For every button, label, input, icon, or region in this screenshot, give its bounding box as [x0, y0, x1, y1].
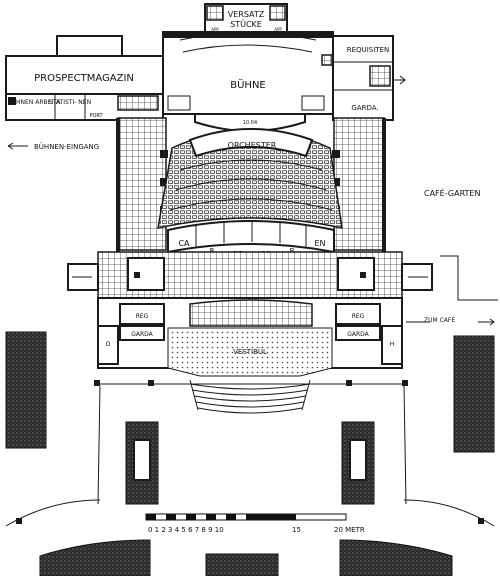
buhnen-eingang-label: BÜHNEN-EINGANG — [34, 142, 99, 151]
lower-foyer: REG REG GARDA GARDA D H VESTIBÜL ZUM CAF… — [97, 297, 495, 377]
foyer-label: VESTIBÜL — [233, 347, 267, 356]
stalls-seating: ORCHESTER — [157, 128, 343, 229]
requisiten-room: REQUISITEN GARDA. — [332, 35, 406, 121]
versatz-label: VERSATZ — [228, 10, 265, 19]
scale-numbers-label: 0 1 2 3 4 5 6 7 8 9 10 — [148, 526, 224, 534]
garda-left-label: GARDA — [131, 331, 153, 338]
statisti-label: STATISTI- NEN — [49, 99, 91, 106]
app-right-label: APP — [274, 27, 282, 32]
cafe-garten-label: CAFÉ-GARTEN — [424, 187, 480, 198]
prospectmagazin-label: PROSPECTMAGAZIN — [34, 73, 134, 84]
auditorium-body — [116, 117, 386, 368]
backstage-strip: BÜHNEN ARBEITA STATISTI- NEN PORT — [5, 93, 164, 121]
app-left-label: APP — [211, 27, 219, 32]
versatz-room: VERSATZ STÜCKE APP APP — [204, 3, 288, 33]
room-d-label: D — [106, 341, 111, 348]
scale-bar: 0 1 2 3 4 5 6 7 8 9 10 15 20 METR — [145, 513, 365, 534]
garda-top-label: GARDA. — [351, 104, 378, 112]
planting-beds — [5, 331, 495, 505]
requisiten-label: REQUISITEN — [347, 46, 389, 54]
buhnen-arbeit-label: BÜHNEN ARBEITA — [8, 99, 62, 106]
buhne-label: BÜHNE — [230, 78, 266, 91]
buhnen-eingang-marker: BÜHNEN-EINGANG — [7, 142, 99, 151]
loge-b-label: B — [290, 247, 295, 255]
loge-ca-label: CA — [178, 239, 190, 248]
reg-left-label: REG — [136, 313, 149, 320]
room-h-label: H — [390, 341, 395, 348]
stage-width-label: 10.04 — [243, 120, 257, 126]
entrance-steps — [189, 379, 311, 414]
stage-buhne: BÜHNE — [162, 31, 334, 115]
zum-cafe-label: ZUM CAFÉ — [424, 316, 455, 324]
loge-en-label: EN — [314, 239, 325, 248]
scale-20-label: 20 METR — [334, 526, 365, 534]
prospectmagazin-room: PROSPECTMAGAZIN — [5, 35, 164, 95]
bottom-hedges — [39, 539, 453, 576]
orchester-label: ORCHESTER — [228, 141, 277, 150]
forecourt — [5, 380, 495, 527]
garda-right-label: GARDA — [347, 331, 369, 338]
port-label: PORT — [89, 113, 103, 119]
loge-r-label: R — [210, 247, 215, 255]
cafe-garten: CAFÉ-GARTEN — [424, 187, 498, 301]
stucke-label: STÜCKE — [230, 19, 262, 29]
corridor-wings — [67, 251, 433, 299]
reg-right-label: REG — [352, 313, 365, 320]
scale-15-label: 15 — [292, 526, 301, 534]
